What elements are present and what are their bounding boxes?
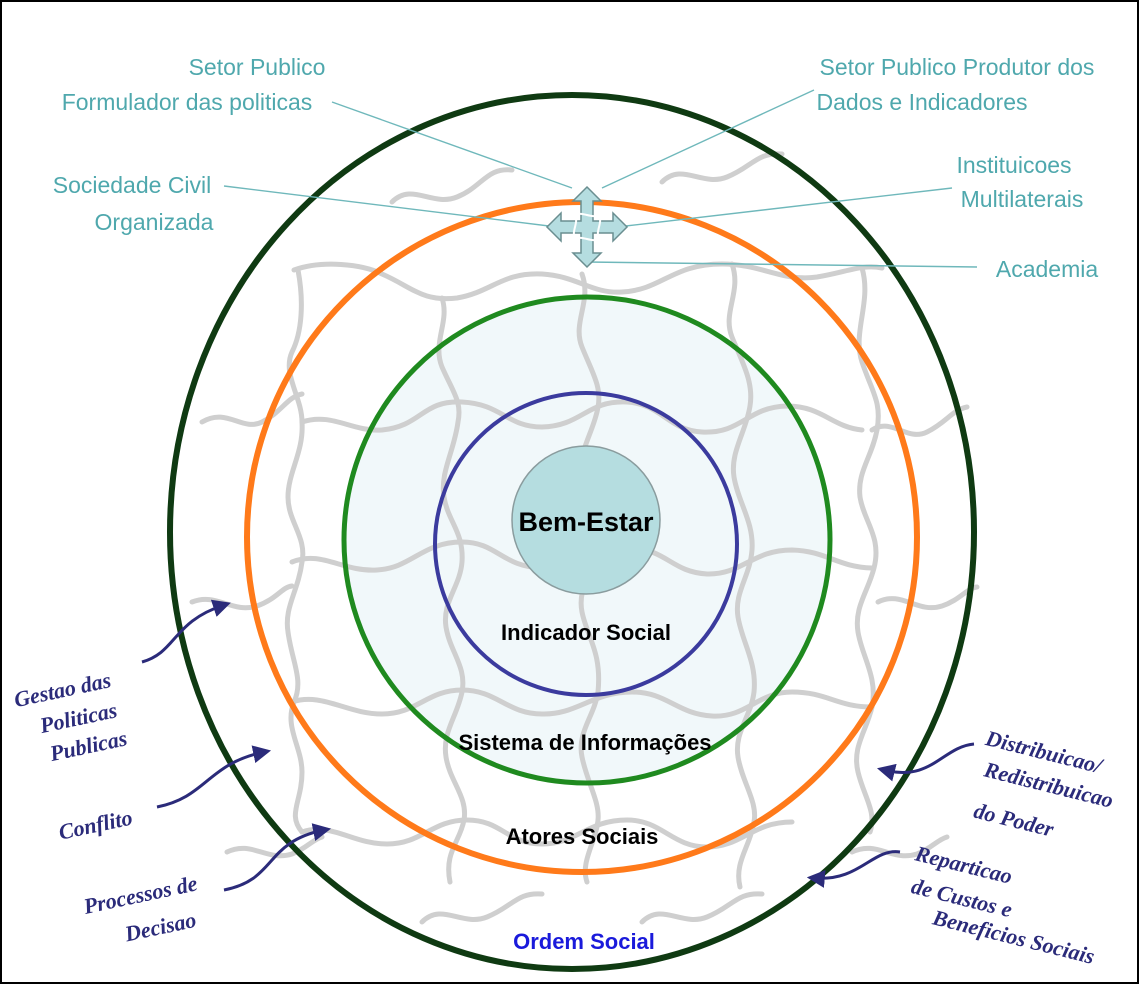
actor-formulador-line2: Formulador das politicas [62, 89, 313, 115]
bem-estar-circle [511, 445, 661, 595]
actor-produtor-line1: Setor Publico Produtor dos [820, 54, 1095, 80]
conflito-arrow-icon [156, 745, 272, 809]
ring-label-ordem: Ordem Social [513, 929, 655, 954]
process-conflito-label: Conflito [56, 805, 134, 845]
actor-formulador-line1: Setor Publico [189, 54, 326, 80]
puzzle-background [189, 151, 980, 925]
actor-multilaterais-line2: Multilaterais [961, 186, 1084, 212]
sistema-informacoes-circle [341, 294, 833, 786]
four-way-arrow-icon[interactable] [545, 185, 629, 269]
ordem-social-circle [167, 92, 977, 972]
actor-multilaterais-line1: Instituicoes [956, 152, 1071, 178]
actor-sociedade-line1: Sociedade Civil [53, 172, 212, 198]
actor-academia: Academia [996, 256, 1098, 282]
actor-sociedade: Sociedade Civil Organizada [53, 172, 214, 235]
process-decisao-line2: Decisao [122, 907, 199, 947]
ring-label-sistema: Sistema de Informações [458, 730, 711, 755]
ring-label-indicador: Indicador Social [501, 620, 671, 645]
indicador-social-circle [433, 391, 739, 697]
actor-multilaterais: Instituicoes Multilaterais [956, 152, 1083, 212]
distribuicao-arrow-icon [877, 742, 975, 782]
gestao-arrow-icon [141, 599, 231, 664]
process-reparticao-line3: Beneficios Sociais [929, 904, 1097, 969]
reparticao-arrow-icon [806, 850, 901, 888]
process-gestao: Gestao das Politicas Publicas [12, 599, 231, 766]
actor-leader-lines [223, 89, 978, 268]
process-reparticao: Reparticao de Custos e Beneficios Sociai… [806, 840, 1097, 969]
actor-produtor: Setor Publico Produtor dos Dados e Indic… [817, 54, 1095, 115]
process-decisao: Processos de Decisao [80, 823, 332, 947]
center-label: Bem-Estar [518, 507, 654, 537]
actor-sociedade-line2: Organizada [95, 209, 214, 235]
process-distribuicao-line3: do Poder [971, 798, 1056, 842]
process-distribuicao: Distribuicao/ Redistribuicao do Poder [877, 725, 1116, 842]
decisao-arrow-icon [223, 823, 332, 892]
ring-label-atores: Atores Sociais [506, 824, 659, 849]
actor-produtor-line2: Dados e Indicadores [817, 89, 1028, 115]
actor-formulador: Setor Publico Formulador das politicas [62, 54, 326, 115]
